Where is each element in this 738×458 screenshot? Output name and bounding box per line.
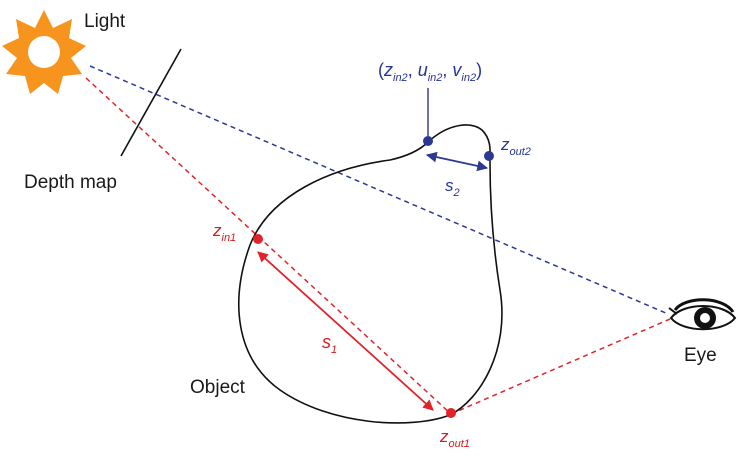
s2-arrow: [425, 151, 489, 172]
z-out1-label: zout1: [439, 427, 470, 450]
depth-map-plane: [120, 48, 182, 157]
eye-icon: [668, 298, 737, 331]
object-outline: [238, 124, 503, 424]
z-u-v-in2-label: (zin2, uin2, vin2): [378, 60, 482, 84]
eye-label: Eye: [684, 345, 717, 366]
light-label: Light: [84, 11, 126, 32]
object-label: Object: [190, 377, 246, 398]
z-in2-point: [423, 136, 433, 146]
sun-icon: [2, 10, 86, 94]
light-ray-red: [85, 77, 452, 415]
s1-arrow: [257, 251, 434, 411]
z-out1-point: [446, 408, 456, 418]
depth-map-label: Depth map: [24, 172, 117, 193]
eye-ray-red: [450, 318, 671, 415]
s1-label: s1: [322, 332, 337, 356]
light-ray-blue: [89, 65, 669, 315]
z-out2-point: [484, 151, 494, 161]
s2-label: s2: [445, 176, 460, 199]
z-in1-point: [253, 234, 263, 244]
z-out2-label: zout2: [500, 135, 531, 158]
z-in1-label: zin1: [212, 221, 236, 244]
